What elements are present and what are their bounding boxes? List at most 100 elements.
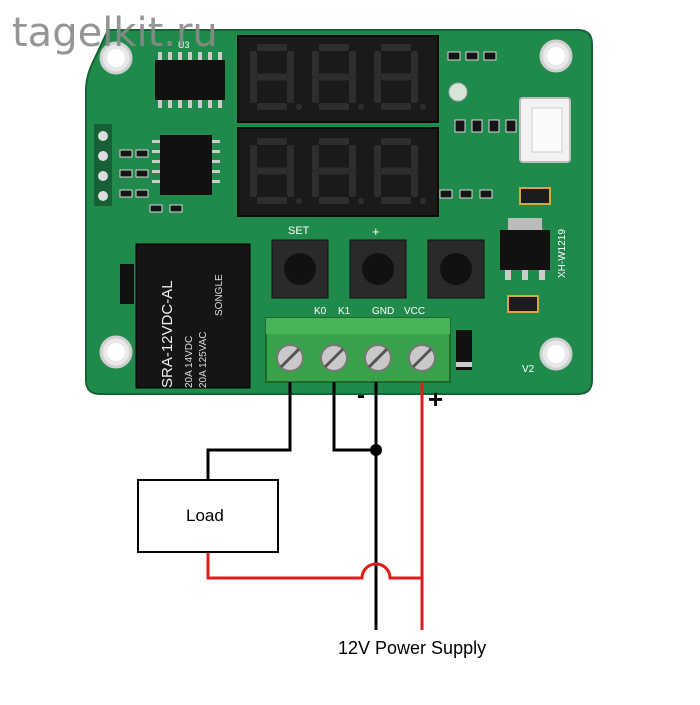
mounting-hole xyxy=(539,39,573,73)
mounting-hole xyxy=(539,337,573,371)
board-version-label: V2 xyxy=(522,364,535,375)
display-segment xyxy=(349,171,356,197)
chip-driver xyxy=(152,135,220,195)
display-decimal-point xyxy=(358,104,364,110)
terminal-labels: K0 K1 GND VCC xyxy=(314,306,425,317)
display-segment xyxy=(381,197,411,204)
terminal-block xyxy=(265,317,451,383)
chip-u3: U3 xyxy=(155,40,225,108)
terminal-label-k1: K1 xyxy=(338,306,351,317)
display-segment xyxy=(250,51,257,77)
junction-dot xyxy=(370,444,382,456)
relay-brand: SONGLE xyxy=(214,274,225,316)
display-segment xyxy=(411,51,418,77)
display-segment xyxy=(287,51,294,77)
relay-rating-2: 20A 125VAC xyxy=(198,331,209,388)
terminal-label-k0: K0 xyxy=(314,306,327,317)
regulator xyxy=(500,218,550,280)
relay: SRA-12VDC-AL 20A 14VDC 20A 125VAC SONGLE xyxy=(135,243,251,389)
display-segment xyxy=(287,171,294,197)
display-segment xyxy=(374,171,381,197)
terminal-screw-gnd[interactable] xyxy=(364,344,392,372)
display-segment xyxy=(374,77,381,103)
capacitor-c2 xyxy=(519,187,551,205)
display-segment xyxy=(257,103,287,110)
set-button[interactable] xyxy=(271,239,329,299)
display-segment xyxy=(381,103,411,110)
display-segment xyxy=(349,145,356,171)
minus-button[interactable] xyxy=(427,239,485,299)
diode-d2 xyxy=(120,264,134,304)
display-segment xyxy=(287,77,294,103)
display-segment xyxy=(319,44,349,51)
wiring xyxy=(206,382,424,630)
display-segment xyxy=(250,77,257,103)
board-model-label: XH-W1219 xyxy=(557,229,568,278)
display-segment xyxy=(411,77,418,103)
display-segment xyxy=(250,171,257,197)
display-segment xyxy=(312,77,319,103)
display-segment xyxy=(319,103,349,110)
display-decimal-point xyxy=(420,104,426,110)
display-segment xyxy=(411,171,418,197)
relay-model: SRA-12VDC-AL xyxy=(159,280,176,388)
display-segment xyxy=(319,197,349,204)
plus-button-label: + xyxy=(372,224,380,239)
display-segment xyxy=(374,145,381,171)
relay-rating-1: 20A 14VDC xyxy=(184,336,195,388)
display-segment xyxy=(257,167,287,175)
plus-button[interactable] xyxy=(349,239,407,299)
watermark: tagelkit.ru xyxy=(12,10,218,56)
mounting-hole xyxy=(99,41,133,75)
plus-polarity-label: + xyxy=(428,384,444,414)
display-segment xyxy=(312,171,319,197)
display-segment xyxy=(257,138,287,145)
diode xyxy=(456,330,472,370)
terminal-screw-vcc[interactable] xyxy=(408,344,436,372)
sensor-connector xyxy=(519,97,571,163)
display-segment xyxy=(312,145,319,171)
chip-u3-label: U3 xyxy=(178,40,190,50)
seven-segment-digits xyxy=(250,44,426,204)
terminal-screw-k1[interactable] xyxy=(320,344,348,372)
terminal-label-vcc: VCC xyxy=(404,306,425,317)
display-segment xyxy=(381,138,411,145)
display-segment xyxy=(250,145,257,171)
header-pins xyxy=(94,124,112,206)
display-segment xyxy=(319,73,349,81)
wire-load-to-vcc xyxy=(206,552,422,580)
load-box xyxy=(137,479,279,553)
capacitor-c1 xyxy=(507,295,539,313)
display-segment xyxy=(411,145,418,171)
display-segment xyxy=(349,51,356,77)
terminal-label-gnd: GND xyxy=(372,306,394,317)
display-segment xyxy=(257,44,287,51)
display-decimal-point xyxy=(296,104,302,110)
display-segment xyxy=(374,51,381,77)
terminal-screw-k0[interactable] xyxy=(276,344,304,372)
load-label: Load xyxy=(186,506,224,525)
display-segment xyxy=(257,197,287,204)
wire-k0-to-load xyxy=(206,382,292,480)
display-segment xyxy=(257,73,287,81)
display-decimal-point xyxy=(420,198,426,204)
smd-components xyxy=(119,51,517,213)
display-segment xyxy=(349,77,356,103)
display-segment xyxy=(381,73,411,81)
display-segment xyxy=(287,145,294,171)
mounting-hole xyxy=(99,335,133,369)
status-led xyxy=(448,82,468,102)
display-segment xyxy=(381,44,411,51)
display-block xyxy=(237,35,439,217)
minus-polarity-label: - xyxy=(357,382,365,409)
display-decimal-point xyxy=(358,198,364,204)
set-button-label: SET xyxy=(288,225,310,237)
display-segment xyxy=(319,138,349,145)
power-supply-label: 12V Power Supply xyxy=(338,638,487,658)
display-segment xyxy=(319,167,349,175)
display-segment xyxy=(312,51,319,77)
display-decimal-point xyxy=(296,198,302,204)
wire-k1-to-junction xyxy=(332,382,376,452)
